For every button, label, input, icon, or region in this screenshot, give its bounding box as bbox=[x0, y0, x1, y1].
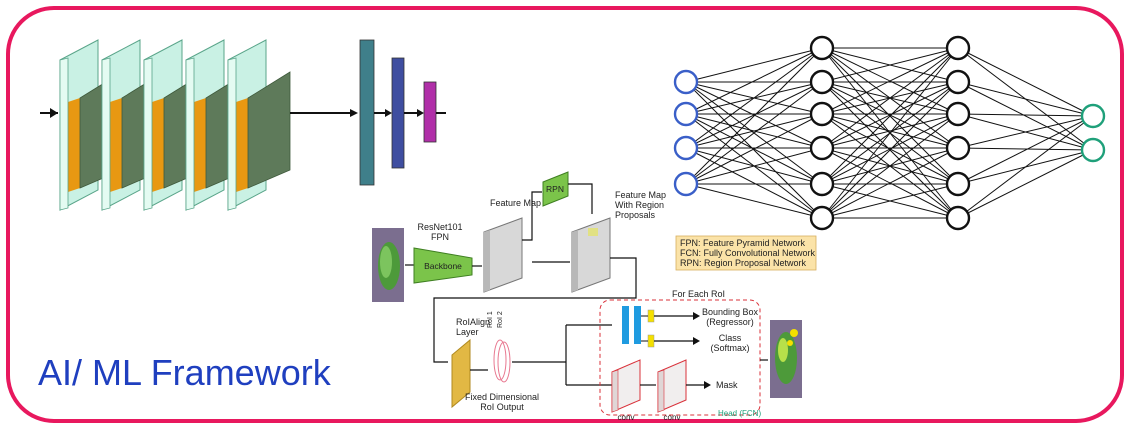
dense-layer-1 bbox=[359, 39, 375, 186]
cnn-conv-blocks bbox=[59, 39, 358, 211]
bbox-line2: (Regressor) bbox=[706, 317, 754, 327]
region-map-line3: Proposals bbox=[615, 210, 656, 220]
cnn-input-arrowhead bbox=[50, 108, 58, 118]
class-line2: (Softmax) bbox=[710, 343, 749, 353]
roi2-label: RoI 2 bbox=[497, 311, 504, 328]
nn-hidden1-node-1 bbox=[809, 35, 835, 61]
rpn-block bbox=[542, 171, 569, 207]
input-leaf-image bbox=[372, 228, 404, 302]
neural-network-diagram bbox=[673, 35, 1106, 231]
cnn-dense-layers bbox=[359, 39, 446, 186]
roi-output bbox=[493, 339, 511, 383]
nn-hidden1-node-6 bbox=[809, 205, 835, 231]
region-map-line1: Feature Map bbox=[615, 190, 666, 200]
conv1-label: conv bbox=[618, 413, 635, 422]
conv2-label: conv bbox=[664, 413, 681, 422]
roi1-label: RoI 1 bbox=[487, 311, 494, 328]
nn-hidden2-node-3 bbox=[945, 101, 971, 127]
nn-input-node-1 bbox=[673, 69, 699, 95]
class-head bbox=[647, 334, 655, 348]
nn-output-node-1 bbox=[1080, 103, 1106, 129]
class-line1: Class bbox=[719, 333, 742, 343]
conv-block-5 bbox=[227, 39, 291, 211]
legend-fcn: FCN: Fully Convolutional Network bbox=[680, 248, 816, 258]
region-map-line2: With Region bbox=[615, 200, 664, 210]
nn-output-node-2 bbox=[1080, 137, 1106, 163]
conv-block-1 bbox=[611, 359, 641, 413]
nn-input-node-2 bbox=[673, 101, 699, 127]
backbone-block bbox=[413, 247, 473, 284]
output-leaf-image bbox=[770, 320, 802, 398]
mask-rcnn-diagram: Backbone ResNet101 FPN Feature Map RPN F… bbox=[372, 171, 817, 422]
nn-nodes bbox=[673, 35, 1106, 231]
roialign-line1: RoIAlign bbox=[456, 317, 490, 327]
rpn-label: RPN bbox=[546, 184, 564, 194]
nn-hidden2-node-1 bbox=[945, 35, 971, 61]
nn-hidden1-node-2 bbox=[809, 69, 835, 95]
backbone-label: Backbone bbox=[424, 261, 462, 271]
for-each-roi-label: For Each RoI bbox=[672, 289, 725, 299]
page-title: AI/ ML Framework bbox=[38, 352, 331, 393]
conv-block-2 bbox=[657, 359, 687, 413]
bbox-head bbox=[647, 309, 655, 323]
mask-label: Mask bbox=[716, 380, 738, 390]
rounded-frame bbox=[6, 6, 1124, 423]
head-box bbox=[599, 299, 761, 416]
fc-layer-1 bbox=[622, 306, 629, 344]
nn-hidden1-node-4 bbox=[809, 135, 835, 161]
nn-connections bbox=[685, 47, 1094, 219]
fixed-dim-line2: RoI Output bbox=[480, 402, 524, 412]
nn-hidden1-node-5 bbox=[809, 171, 835, 197]
nn-input-node-3 bbox=[673, 135, 699, 161]
nn-hidden1-node-3 bbox=[809, 101, 835, 127]
fixed-dim-line1: Fixed Dimensional bbox=[465, 392, 539, 402]
roialign-block bbox=[451, 338, 471, 409]
nn-hidden2-node-5 bbox=[945, 171, 971, 197]
legend-rpn: RPN: Region Proposal Network bbox=[680, 258, 807, 268]
bbox-line1: Bounding Box bbox=[702, 307, 759, 317]
roialign-line2: Layer bbox=[456, 327, 479, 337]
fpn-label: FPN bbox=[431, 232, 449, 242]
dense-layer-3 bbox=[423, 81, 437, 143]
legend-fpn: FPN: Feature Pyramid Network bbox=[680, 238, 806, 248]
nn-input-node-4 bbox=[673, 171, 699, 197]
nn-hidden2-node-6 bbox=[945, 205, 971, 231]
resnet-label: ResNet101 bbox=[417, 222, 462, 232]
head-fcn-label: Head (FCN) bbox=[718, 409, 761, 418]
nn-hidden2-node-2 bbox=[945, 69, 971, 95]
cnn-diagram bbox=[40, 39, 446, 211]
feature-map-label: Feature Map bbox=[490, 198, 541, 208]
dense-layer-2 bbox=[391, 57, 405, 169]
nn-hidden2-node-4 bbox=[945, 135, 971, 161]
fc-layer-2 bbox=[634, 306, 641, 344]
legend-box bbox=[675, 235, 817, 271]
